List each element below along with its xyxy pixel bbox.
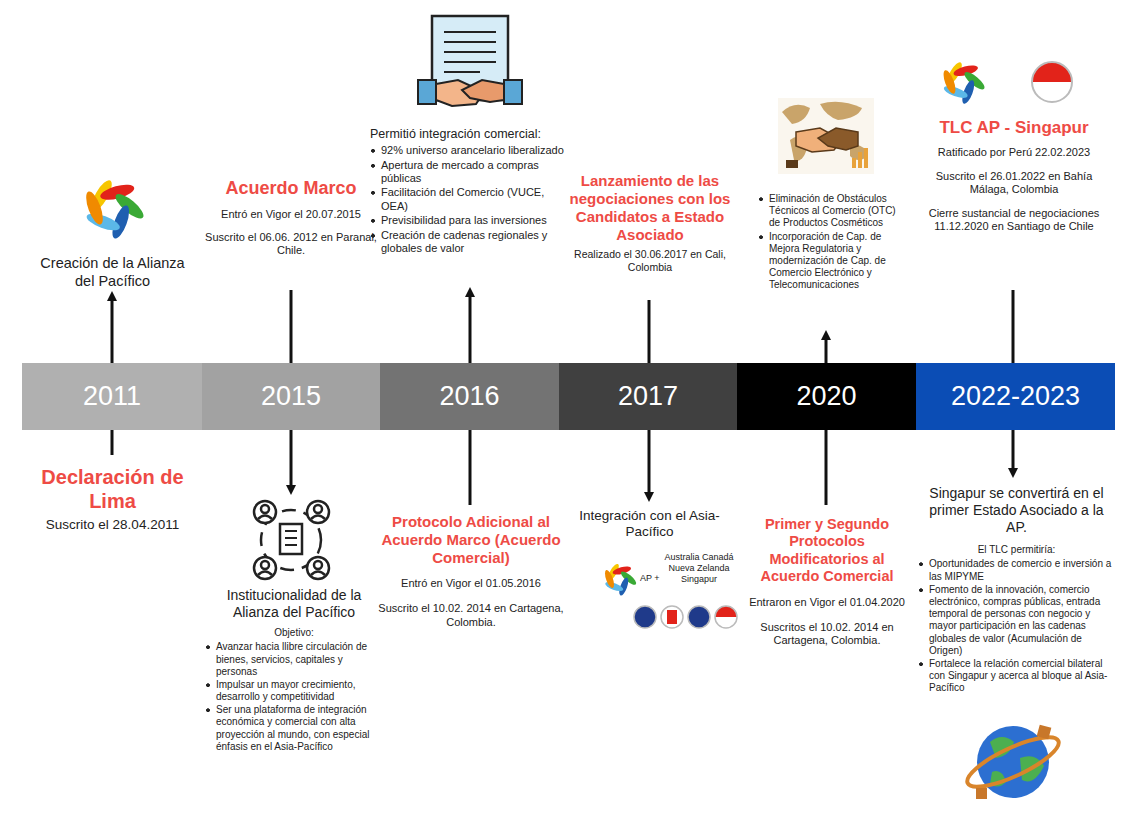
event-title: Primer y Segundo Protocolos Modificatori…: [746, 516, 908, 586]
event-text: Suscrito el 28.04.2011: [25, 517, 200, 533]
event-group: Protocolo Adicional al Acuerdo Marco (Ac…: [378, 513, 564, 629]
event-text: Objetivo:: [205, 627, 383, 639]
bullet-item: Oportunidades de comercio e inversión a …: [918, 558, 1115, 582]
bullet-item: Previsibilidad para las inversiones: [370, 214, 570, 227]
event-text: El TLC permitiría:: [918, 544, 1115, 556]
bullet-item: Impulsar un mayor crecimiento, desarroll…: [205, 679, 383, 703]
event-text: Suscrito el 10.02. 2014 en Cartagena, Co…: [378, 602, 564, 629]
event-group: Primer y Segundo Protocolos Modificatori…: [746, 516, 908, 648]
event-text: Suscrito el 06.06. 2012 en Paranal, Chil…: [205, 231, 377, 258]
year-label: 2020: [796, 381, 856, 412]
year-label: 2011: [83, 381, 141, 412]
trade-map-icon: [778, 98, 874, 174]
year-label: 2022-2023: [951, 381, 1080, 412]
event-text: Entró en Vigor el 01.05.2016: [378, 577, 564, 590]
event-group: Singapur se convertirá en el primer Esta…: [918, 485, 1115, 694]
event-text: Ratificado por Perú 22.02.2023: [918, 146, 1110, 159]
bullet-item: Fortalece la relación comercial bilatera…: [918, 658, 1115, 695]
event-text: Cierre sustancial de negociaciones 11.12…: [918, 207, 1110, 234]
bullet-item: Creación de cadenas regionales y globale…: [370, 229, 570, 256]
ap-logo: [603, 562, 638, 596]
event-group: Integración con el Asia-Pacífico: [572, 508, 727, 541]
institution-icon: [254, 501, 329, 579]
event-text: Permitió integración comercial:: [370, 127, 570, 142]
year-label: 2015: [261, 381, 321, 412]
event-title: Acuerdo Marco: [205, 178, 377, 200]
bullet-item: Eliminación de Obstáculos Técnicos al Co…: [758, 193, 900, 230]
event-group: Creación de la Alianza del Pacífico: [35, 255, 190, 290]
year-band: 2022-2023: [916, 363, 1115, 430]
year-label: 2016: [439, 381, 499, 412]
event-group: Institucionalidad de la Alianza del Pací…: [205, 587, 383, 753]
event-text: Suscrito el 26.01.2022 en Bahía Málaga, …: [918, 170, 1110, 197]
bullet-item: Fomento de la innovación, comercio elect…: [918, 584, 1115, 657]
timeline-arrows: [112, 290, 1013, 505]
event-group: Declaración de LimaSuscrito el 28.04.201…: [25, 465, 200, 533]
event-text: Creación de la Alianza del Pacífico: [35, 255, 190, 290]
event-text: Suscritos el 10.02. 2014 en Cartagena, C…: [746, 621, 908, 648]
globe-icon: [962, 725, 1064, 799]
agreement-icon: [418, 16, 522, 106]
event-group: Eliminación de Obstáculos Técnicos al Co…: [758, 193, 900, 292]
event-title: Lanzamiento de las negociaciones con los…: [563, 172, 737, 244]
year-band: 2015: [202, 363, 380, 430]
bullet-item: Incorporación de Cap. de Mejora Regulato…: [758, 231, 900, 292]
year-band: 2011: [22, 363, 202, 430]
event-title: Declaración de Lima: [25, 465, 200, 513]
country-flags: [634, 606, 737, 628]
event-text: AP +: [640, 573, 668, 584]
ap-logo: [941, 60, 987, 105]
event-group: Acuerdo MarcoEntró en Vigor el 20.07.201…: [205, 178, 377, 258]
event-group: TLC AP - SingapurRatificado por Perú 22.…: [918, 118, 1110, 233]
event-group: Australia Canadá Nueva Zelanda Singapur: [664, 552, 734, 585]
singapore-flag: [1032, 62, 1072, 102]
bullet-item: Ser una plataforma de integración económ…: [205, 704, 383, 753]
event-title: TLC AP - Singapur: [918, 118, 1110, 138]
bullet-item: 92% universo arancelario liberalizado: [370, 144, 570, 157]
year-label: 2017: [618, 381, 678, 412]
event-group: AP +: [640, 573, 668, 584]
year-band: 2020: [737, 363, 916, 430]
event-title: Protocolo Adicional al Acuerdo Marco (Ac…: [378, 513, 564, 567]
event-text: Entraron en Vigor el 01.04.2020: [746, 596, 908, 609]
bullet-item: Apertura de mercado a compras públicas: [370, 159, 570, 186]
event-text: Realizado el 30.06.2017 en Cali, Colombi…: [563, 248, 737, 274]
event-text: Integración con el Asia-Pacífico: [572, 508, 727, 541]
ap-logo: [83, 178, 147, 241]
event-group: Lanzamiento de las negociaciones con los…: [563, 172, 737, 274]
year-band: 2016: [380, 363, 559, 430]
event-group: Permitió integración comercial: 92% unive…: [370, 127, 570, 256]
year-band: 2017: [559, 363, 737, 430]
event-text: Singapur se convertirá en el primer Esta…: [918, 485, 1115, 536]
bullet-item: Facilitación del Comercio (VUCE, OEA): [370, 186, 570, 213]
event-text: Entró en Vigor el 20.07.2015: [205, 208, 377, 221]
event-text: Institucionalidad de la Alianza del Pací…: [205, 587, 383, 621]
bullet-item: Avanzar hacia llibre circulación de bien…: [205, 641, 383, 678]
event-text: Australia Canadá Nueva Zelanda Singapur: [664, 552, 734, 585]
